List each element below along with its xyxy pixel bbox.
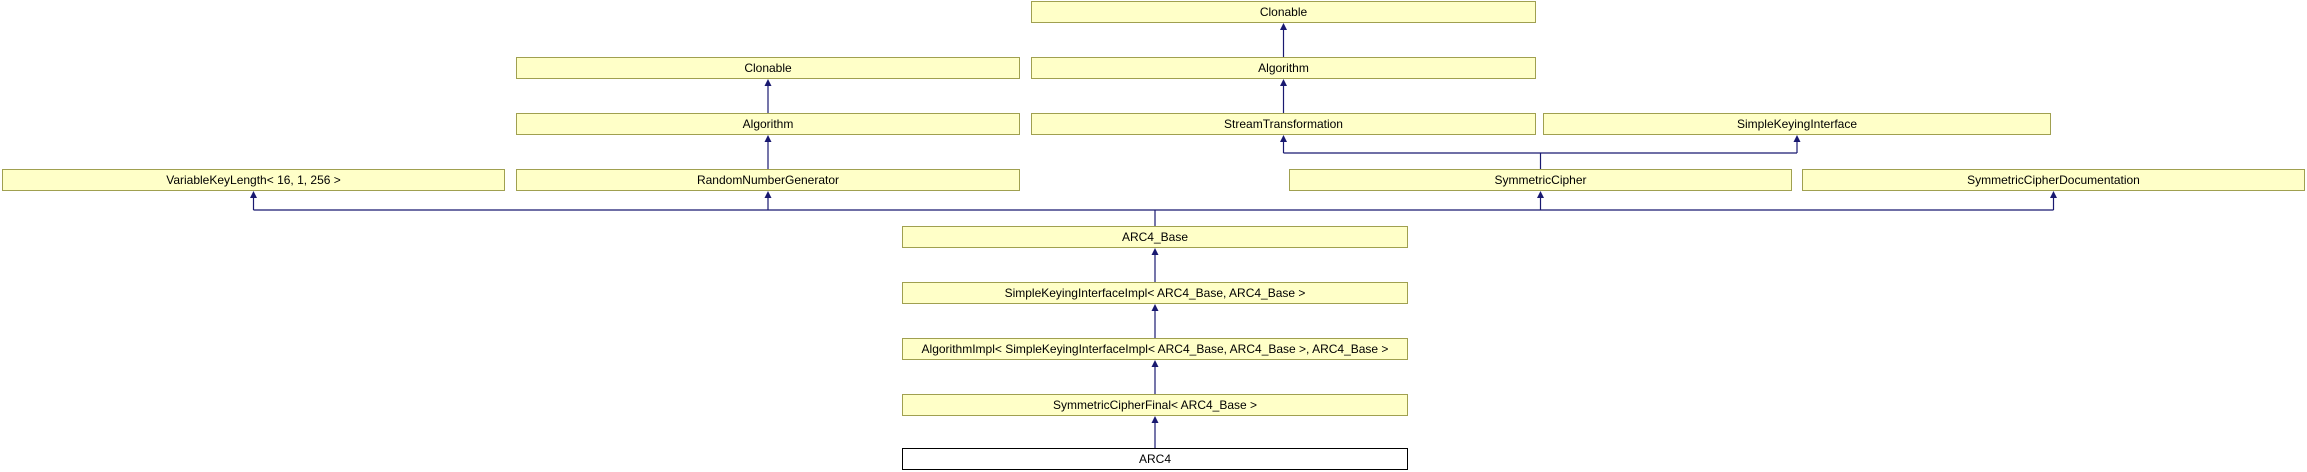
inheritance-edge-arc4-base bbox=[250, 191, 2057, 226]
inheritance-edge-streamtransformation bbox=[1280, 79, 1287, 113]
inheritance-edge-symmetriccipherfinal bbox=[1151, 360, 1159, 394]
inheritance-edge-algorithm-2 bbox=[764, 79, 772, 113]
class-node-arc4-base[interactable]: ARC4_Base bbox=[902, 226, 1408, 248]
class-node-label: SymmetricCipher bbox=[1494, 173, 1587, 187]
inheritance-edge-arc4 bbox=[1151, 416, 1159, 448]
class-node-label: SimpleKeyingInterface bbox=[1736, 117, 1858, 131]
class-node-clonable-2[interactable]: Clonable bbox=[516, 57, 1020, 79]
class-node-label: Algorithm bbox=[1258, 61, 1309, 75]
class-node-label: RandomNumberGenerator bbox=[696, 173, 840, 187]
class-node-label: SymmetricCipherFinal< ARC4_Base > bbox=[1052, 398, 1258, 412]
class-node-simplekeyinginterfaceimpl[interactable]: SimpleKeyingInterfaceImpl< ARC4_Base, AR… bbox=[902, 282, 1408, 304]
class-node-label: AlgorithmImpl< SimpleKeyingInterfaceImpl… bbox=[921, 342, 1389, 356]
class-node-algorithmimpl[interactable]: AlgorithmImpl< SimpleKeyingInterfaceImpl… bbox=[902, 338, 1408, 360]
class-node-label: SymmetricCipherDocumentation bbox=[1967, 173, 2140, 187]
class-node-label: ARC4_Base bbox=[1121, 230, 1189, 244]
inheritance-edge-algorithm-1 bbox=[1280, 23, 1287, 57]
class-node-randomnumbergenerator[interactable]: RandomNumberGenerator bbox=[516, 169, 1020, 191]
inheritance-edge-simplekeyinginterfaceimpl bbox=[1151, 248, 1159, 282]
class-node-variablekeylength[interactable]: VariableKeyLength< 16, 1, 256 > bbox=[2, 169, 505, 191]
class-node-symmetriccipher[interactable]: SymmetricCipher bbox=[1289, 169, 1792, 191]
class-node-label: VariableKeyLength< 16, 1, 256 > bbox=[166, 173, 341, 187]
class-node-simplekeyinginterface[interactable]: SimpleKeyingInterface bbox=[1543, 113, 2051, 135]
class-node-arc4[interactable]: ARC4 bbox=[902, 448, 1408, 470]
class-node-streamtransformation[interactable]: StreamTransformation bbox=[1031, 113, 1536, 135]
class-node-algorithm-1[interactable]: Algorithm bbox=[1031, 57, 1536, 79]
class-node-clonable-1[interactable]: Clonable bbox=[1031, 1, 1536, 23]
class-node-label: Algorithm bbox=[742, 117, 794, 131]
class-node-symmetriccipherfinal[interactable]: SymmetricCipherFinal< ARC4_Base > bbox=[902, 394, 1408, 416]
class-node-label: SimpleKeyingInterfaceImpl< ARC4_Base, AR… bbox=[1004, 286, 1306, 300]
inheritance-edge-randomnumbergenerator bbox=[764, 135, 772, 169]
class-node-label: ARC4 bbox=[1138, 452, 1171, 466]
class-node-label: Clonable bbox=[1259, 5, 1308, 19]
class-node-label: StreamTransformation bbox=[1224, 117, 1343, 131]
inheritance-edge-symmetriccipher bbox=[1280, 135, 1801, 169]
inheritance-edge-algorithmimpl bbox=[1151, 304, 1159, 338]
class-node-algorithm-2[interactable]: Algorithm bbox=[516, 113, 1020, 135]
class-node-symmetriccipherdocumentation[interactable]: SymmetricCipherDocumentation bbox=[1802, 169, 2305, 191]
class-node-label: Clonable bbox=[744, 61, 792, 75]
